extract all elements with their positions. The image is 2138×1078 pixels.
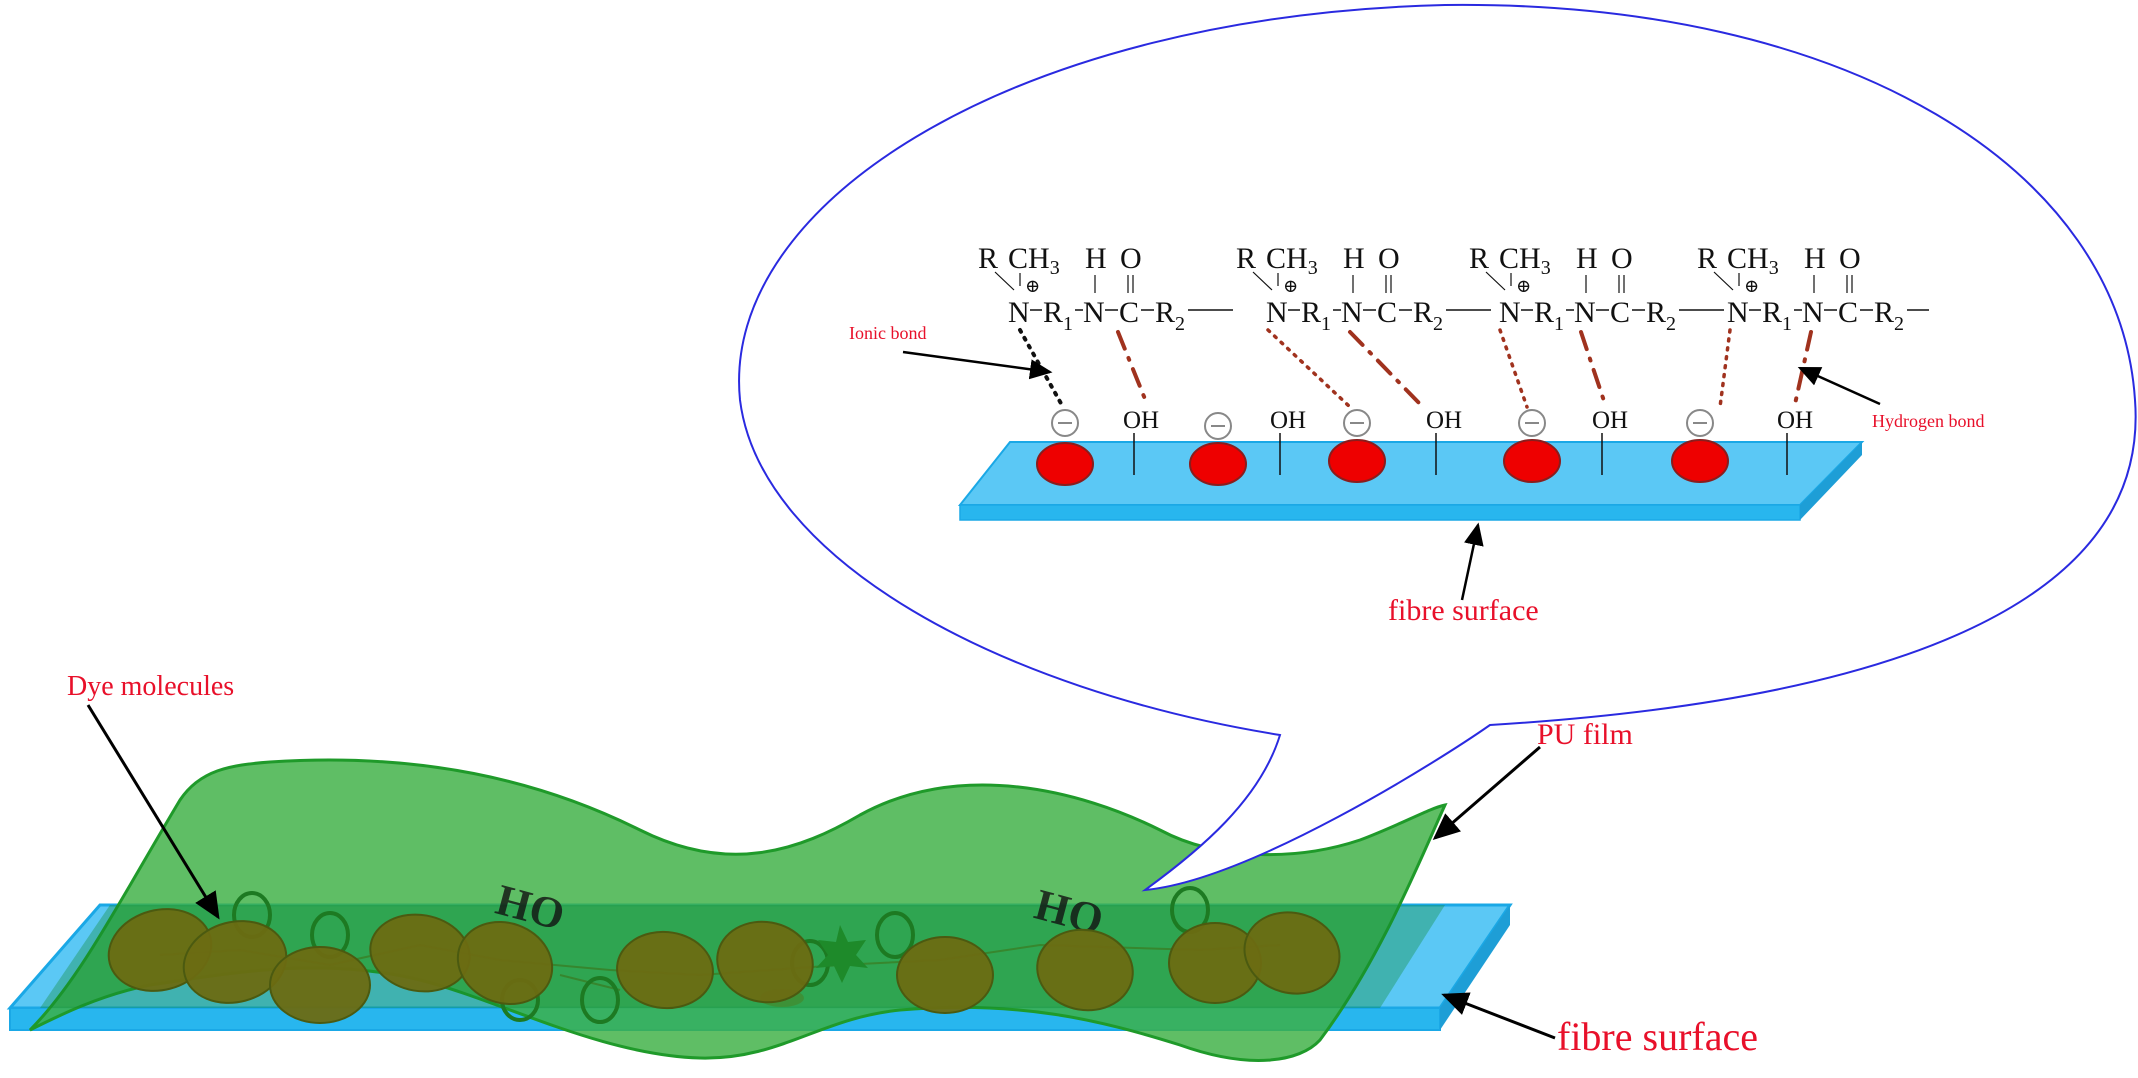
svg-text:R: R <box>1697 242 1717 275</box>
chain-unit: R CH3 ⊕ N R1 N H C O R2 <box>978 242 1233 335</box>
svg-text:N: N <box>1083 296 1105 329</box>
chain-unit: R CH3 ⊕ N R1 N H C O R2 <box>1697 242 1929 335</box>
hydrogen-bond-arrow <box>1797 366 1881 406</box>
svg-text:N: N <box>1008 296 1030 329</box>
dye-molecule <box>269 946 371 1024</box>
chain-unit: R CH3 ⊕ N R1 N H C O R2 <box>1236 242 1491 335</box>
svg-text:R2: R2 <box>1874 296 1904 335</box>
dye-molecule <box>456 920 554 1006</box>
svg-text:CH3: CH3 <box>1727 242 1779 279</box>
svg-text:C: C <box>1377 296 1397 329</box>
svg-text:C: C <box>1610 296 1630 329</box>
svg-text:O: O <box>1120 242 1142 275</box>
svg-text:N: N <box>1341 296 1363 329</box>
svg-text:H: H <box>1576 242 1598 275</box>
svg-text:R: R <box>1469 242 1489 275</box>
svg-text:O: O <box>1611 242 1633 275</box>
svg-text:N: N <box>1802 296 1824 329</box>
svg-text:⊕: ⊕ <box>1025 276 1040 296</box>
anion-icon <box>1051 409 1079 437</box>
dye-site <box>1671 439 1729 483</box>
pu-film-label: PU film <box>1537 718 1633 751</box>
ionic-bonds-brown <box>1266 328 1732 409</box>
dye-molecules-label: Dye molecules <box>67 671 234 702</box>
svg-text:H: H <box>1343 242 1365 275</box>
ionic-bond-arrow <box>902 350 1053 380</box>
svg-text:R1: R1 <box>1534 296 1564 335</box>
svg-text:R1: R1 <box>1762 296 1792 335</box>
dye-site <box>1328 439 1386 483</box>
hydrogen-bonds <box>1116 330 1813 406</box>
ionic-bond-label: Ionic bond <box>849 323 926 343</box>
svg-text:CH3: CH3 <box>1499 242 1551 279</box>
pu-film-arrow <box>1432 745 1541 840</box>
svg-text:⊕: ⊕ <box>1283 276 1298 296</box>
svg-text:C: C <box>1838 296 1858 329</box>
svg-text:CH3: CH3 <box>1266 242 1318 279</box>
oh-label: OH <box>1123 407 1159 434</box>
anion-icon <box>1686 409 1714 437</box>
dye-molecule <box>896 936 994 1014</box>
oh-label: OH <box>1777 407 1813 434</box>
dye-molecule <box>716 920 814 1004</box>
star-dye <box>816 925 868 983</box>
oh-label: OH <box>1270 407 1306 434</box>
svg-text:R2: R2 <box>1413 296 1443 335</box>
svg-text:⊕: ⊕ <box>1744 276 1759 296</box>
hydroxyl-groups: OH OH OH OH OH <box>1123 407 1813 475</box>
oh-label: OH <box>1426 407 1462 434</box>
svg-text:N: N <box>1727 296 1749 329</box>
svg-text:O: O <box>1839 242 1861 275</box>
svg-text:N: N <box>1574 296 1596 329</box>
svg-text:R2: R2 <box>1155 296 1185 335</box>
svg-text:C: C <box>1119 296 1139 329</box>
dye-site <box>1189 442 1247 486</box>
svg-text:R1: R1 <box>1301 296 1331 335</box>
chain-unit: R CH3 ⊕ N R1 N H C O R2 <box>1469 242 1724 335</box>
dye-site <box>1503 439 1561 483</box>
oh-label: OH <box>1592 407 1628 434</box>
dye-site <box>1036 442 1094 486</box>
anion-icon <box>1204 412 1232 440</box>
fibre-surface-main-label: fibre surface <box>1557 1014 1758 1059</box>
anion-groups <box>1051 409 1714 440</box>
svg-text:R: R <box>1236 242 1256 275</box>
anion-icon <box>1518 409 1546 437</box>
dye-molecule <box>1243 911 1341 995</box>
zoom-fibre-strip <box>957 441 1865 521</box>
svg-text:CH3: CH3 <box>1008 242 1060 279</box>
dye-molecule <box>616 930 714 1010</box>
svg-text:O: O <box>1378 242 1400 275</box>
dye-molecule <box>182 920 288 1004</box>
pu-chain: R CH3 ⊕ N R1 N H C O R2 R CH3 <box>978 242 1929 335</box>
hydrogen-bond-label: Hydrogen bond <box>1872 411 1984 431</box>
anion-icon <box>1343 409 1371 437</box>
dye-molecules <box>107 908 1341 1024</box>
svg-text:H: H <box>1804 242 1826 275</box>
surface-dye-sites <box>1036 439 1729 486</box>
svg-text:R1: R1 <box>1043 296 1073 335</box>
svg-text:N: N <box>1499 296 1521 329</box>
fibre-surface-main-arrow <box>1441 992 1556 1040</box>
svg-text:N: N <box>1266 296 1288 329</box>
dye-molecule <box>1036 928 1134 1012</box>
fibre-surface-zoom-label: fibre surface <box>1388 594 1539 627</box>
dye-molecules-arrow <box>86 704 220 920</box>
svg-text:H: H <box>1085 242 1107 275</box>
svg-text:⊕: ⊕ <box>1516 276 1531 296</box>
svg-text:R: R <box>978 242 998 275</box>
svg-text:R2: R2 <box>1646 296 1676 335</box>
fibre-surface-zoom-arrow <box>1460 522 1484 601</box>
